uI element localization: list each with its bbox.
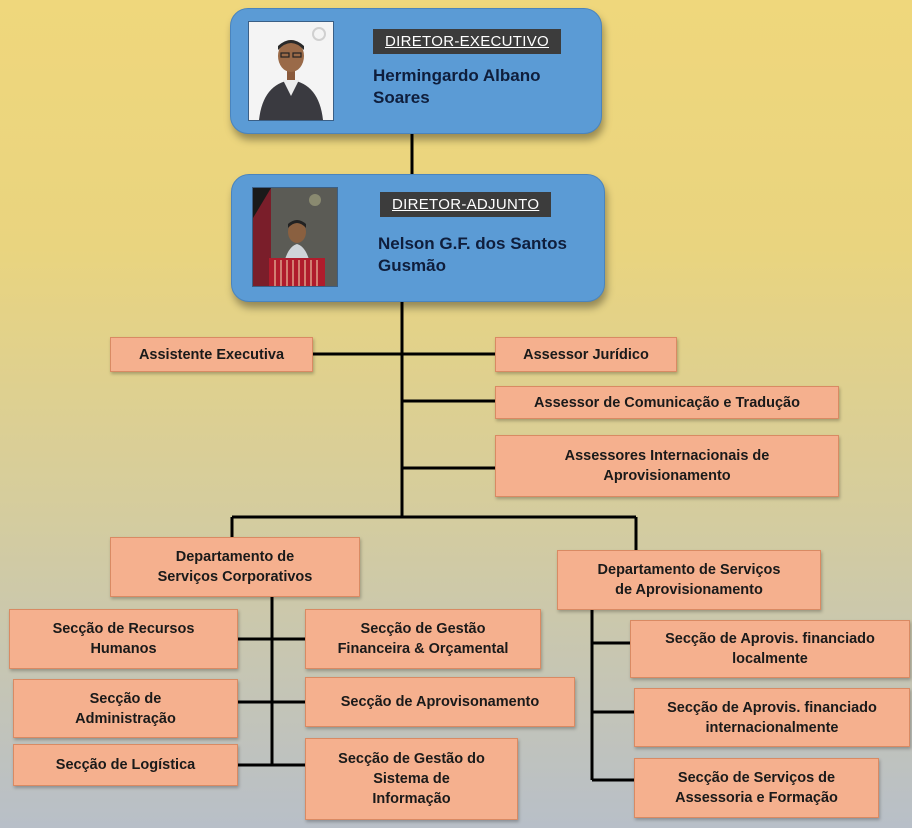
procurement-section-label: Secção de Aprovisonamento [340,694,540,710]
logistics-section-box: Secção de Logística [13,744,238,786]
finance-section-label: Secção de Gestão Financeira & Orçamental [337,621,509,657]
deputy-role-label: DIRETOR-ADJUNTO [380,192,552,217]
director-role-label: DIRETOR-EXECUTIVO [373,29,562,54]
legal-advisor-box: Assessor Jurídico [495,337,677,372]
international-procurement-section-box: Secção de Aprovis. financiado internacio… [634,688,910,747]
director-name: Hermingardo Albano Soares [373,66,541,107]
deputy-director-card: DIRETOR-ADJUNTO Nelson G.F. dos Santos G… [231,174,605,302]
executive-assistant-label: Assistente Executiva [138,346,285,363]
info-systems-section-label: Secção de Gestão do Sistema de Informaçã… [338,751,485,807]
corporate-services-dept-label: Departamento de Serviços Corporativos [157,549,313,585]
advisory-training-section-box: Secção de Serviços de Assessoria e Forma… [634,758,879,818]
legal-advisor-label: Assessor Jurídico [523,346,649,363]
local-procurement-section-label: Secção de Aprovis. financiado localmente [665,631,875,667]
director-executive-card: DIRETOR-EXECUTIVO Hermingardo Albano Soa… [230,8,602,134]
deputy-photo [252,187,338,287]
international-advisors-box: Assessores Internacionais de Aprovisiona… [495,435,839,497]
advisory-training-section-label: Secção de Serviços de Assessoria e Forma… [675,770,838,806]
logistics-section-label: Secção de Logística [55,757,196,773]
hr-section-box: Secção de Recursos Humanos [9,609,238,669]
international-advisors-label: Assessores Internacionais de Aprovisiona… [564,448,770,484]
procurement-section-box: Secção de Aprovisonamento [305,677,575,727]
info-systems-section-box: Secção de Gestão do Sistema de Informaçã… [305,738,518,820]
admin-section-box: Secção de Administração [13,679,238,738]
procurement-services-dept-label: Departamento de Serviços de Aprovisionam… [597,562,781,598]
procurement-services-dept-box: Departamento de Serviços de Aprovisionam… [557,550,821,610]
international-procurement-section-label: Secção de Aprovis. financiado internacio… [667,699,877,736]
communication-advisor-box: Assessor de Comunicação e Tradução [495,386,839,419]
executive-assistant-box: Assistente Executiva [110,337,313,372]
deputy-name: Nelson G.F. dos Santos Gusmão [378,234,567,275]
hr-section-label: Secção de Recursos Humanos [52,621,195,657]
local-procurement-section-box: Secção de Aprovis. financiado localmente [630,620,910,678]
admin-section-label: Secção de Administração [75,690,176,727]
communication-advisor-label: Assessor de Comunicação e Tradução [534,394,800,411]
corporate-services-dept-box: Departamento de Serviços Corporativos [110,537,360,597]
director-photo [248,21,334,121]
finance-section-box: Secção de Gestão Financeira & Orçamental [305,609,541,669]
